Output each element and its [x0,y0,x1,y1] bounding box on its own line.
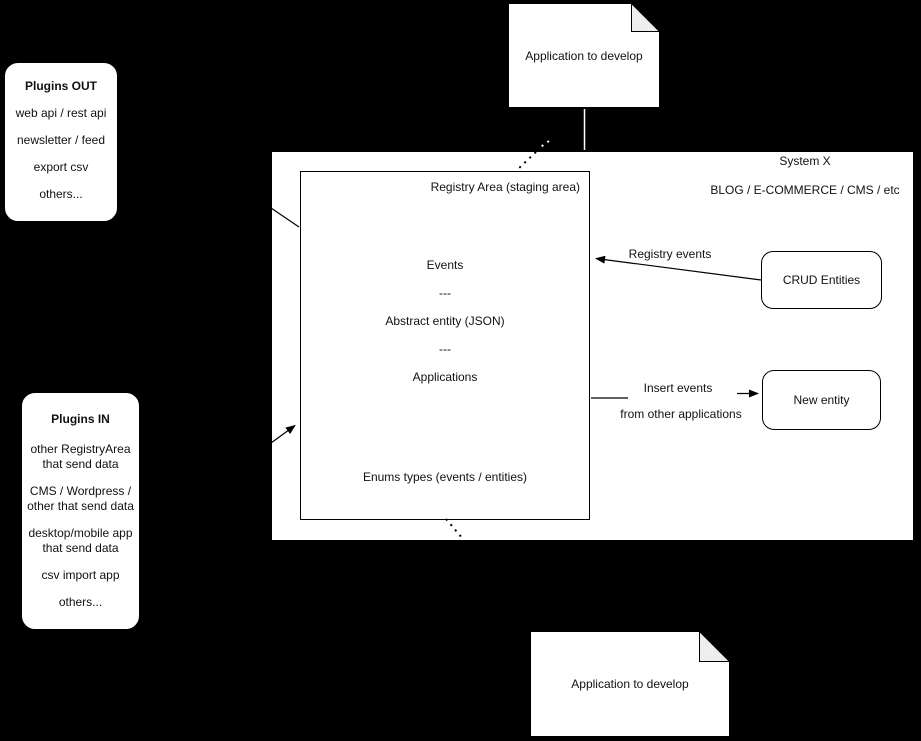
plugins-out-item: export csv [33,160,89,174]
note-application-top[interactable]: Application to develop [508,2,661,108]
edge-label-registry-events: Registry events [628,247,712,261]
registry-row-events: Events [426,258,464,272]
registry-row-separator: --- [439,342,451,356]
plugins-in-item: others... [58,595,103,609]
plugins-out-title: Plugins OUT [25,79,97,93]
plugins-out-item: newsletter / feed [16,133,106,147]
note-top-label: Application to develop [525,48,643,63]
note-application-bottom[interactable]: Application to develop [530,630,731,737]
plugins-out-item: others... [39,187,83,201]
registry-footer-enums: Enums types (events / entities) [362,470,528,484]
plugins-out-box[interactable]: Plugins OUT web api / rest api newslette… [4,62,118,222]
registry-area-title: Registry Area (staging area) [430,180,580,194]
note-bottom-label: Application to develop [571,677,689,691]
plugins-out-item: web api / rest api [15,106,107,120]
plugins-in-item: csv import app [41,568,120,582]
registry-row-abstract-entity: Abstract entity (JSON) [385,314,505,328]
note-shape-icon [508,2,661,108]
edge-label-insert-events: Insert events [643,381,713,395]
new-entity-label: New entity [793,393,850,407]
crud-entities-node[interactable]: CRUD Entities [761,251,882,309]
edge-label-insert-events-2: from other applications [620,407,742,421]
system-title: System X [779,154,831,168]
plugins-in-title: Plugins IN [51,412,110,426]
plugins-in-item: CMS / Wordpress /other that send data [27,484,134,513]
new-entity-node[interactable]: New entity [762,370,881,430]
registry-row-applications: Applications [412,370,478,384]
registry-area-box[interactable]: Registry Area (staging area) Events --- … [300,171,590,520]
edge-note-top-dotted-outer[interactable] [537,140,550,150]
crud-entities-label: CRUD Entities [782,273,861,287]
system-subtitle: BLOG / E-COMMERCE / CMS / etc [710,183,900,197]
registry-row-separator: --- [439,286,451,300]
note-shape-icon [530,630,731,737]
